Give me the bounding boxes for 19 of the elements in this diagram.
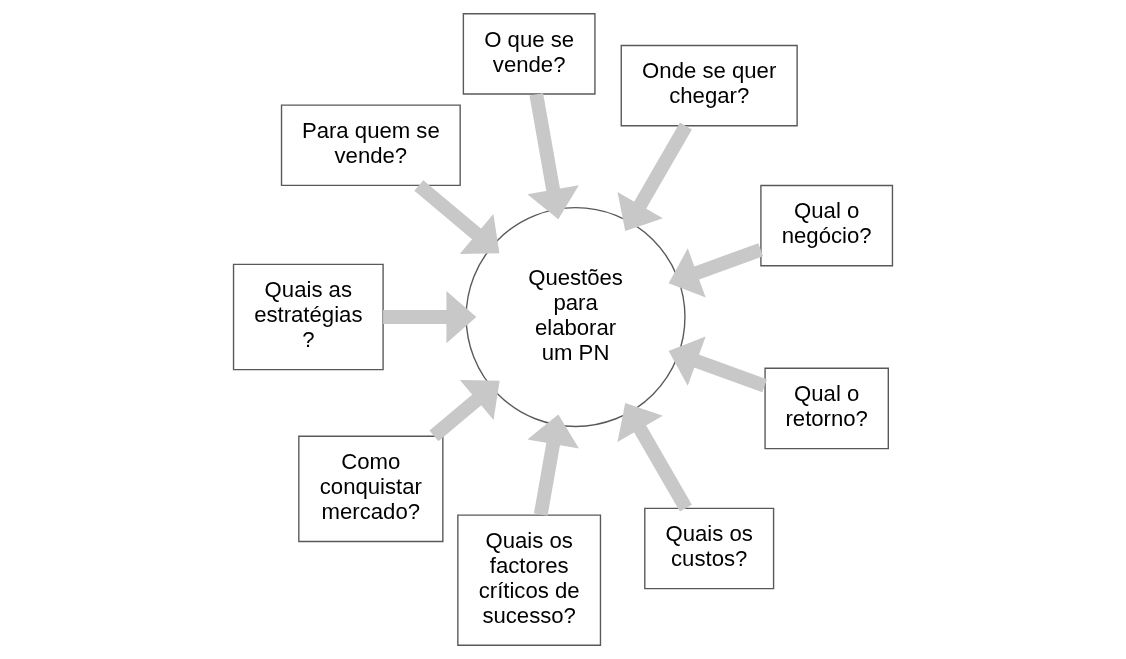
arrow — [617, 122, 692, 232]
arrow — [429, 379, 500, 442]
node-box: O que se vende? — [462, 13, 596, 95]
arrow — [617, 403, 692, 512]
node-box: Quais os custos? — [644, 507, 775, 590]
node-box: Qual o negócio? — [760, 184, 894, 267]
arrow — [527, 414, 579, 516]
node-box: Quais as estratégias ? — [232, 263, 384, 371]
node-box: Quais os factores críticos de sucesso? — [457, 514, 602, 646]
arrow — [414, 180, 500, 254]
arrow — [527, 93, 579, 220]
arrow — [668, 243, 764, 298]
node-box: Qual o retorno? — [764, 367, 889, 450]
node-box: Como conquistar mercado? — [298, 435, 444, 543]
node-box: Para quem se vende? — [280, 104, 461, 187]
node-circle: Questões para elaborar um PN — [465, 206, 686, 428]
node-box: Onde se quer chegar? — [620, 44, 798, 127]
arrow — [383, 290, 477, 344]
arrow — [668, 336, 767, 393]
